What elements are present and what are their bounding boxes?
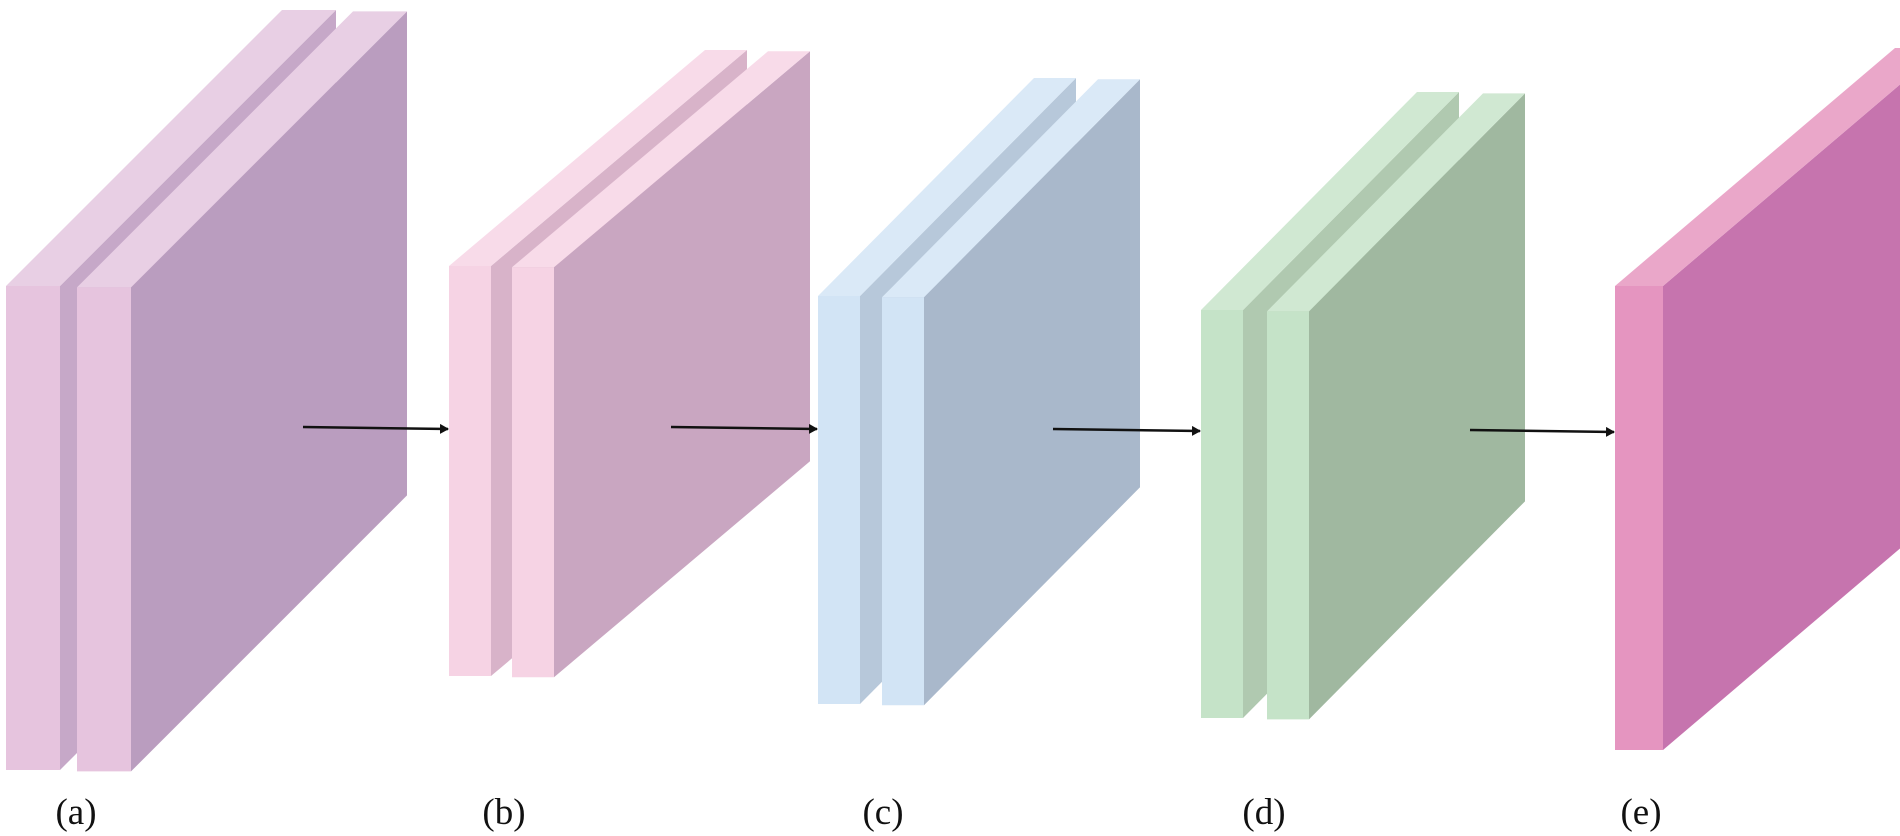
panel-d-slab-2-side-face [1309, 93, 1525, 720]
panel-c-slab-2-top-face [882, 79, 1140, 298]
slabs-layer [6, 10, 1900, 772]
arrow-a-to-b [302, 423, 449, 434]
panel-e-slab-1-front-face [1615, 286, 1663, 750]
panel-label-e: (e) [1620, 792, 1661, 833]
panel-c-slab-1-front-face [818, 296, 860, 704]
panel-d-slab-2-front-face [1267, 311, 1309, 720]
panel-d [1201, 92, 1525, 720]
labels-layer: (a) (b) (c) (d) (e) [55, 792, 1661, 833]
panel-b-slab-1-top-face [449, 50, 747, 266]
panel-a-slab-2-front-face [77, 287, 131, 772]
panel-c-slab-2 [882, 79, 1140, 706]
arrow-d-to-e [1469, 426, 1615, 437]
panel-b-slab-2-side-face [554, 51, 810, 678]
panel-a [6, 10, 407, 772]
panel-d-slab-1-top-face [1201, 92, 1459, 310]
panel-e-slab-1-side-face [1663, 84, 1900, 750]
arrow-b-to-c [670, 423, 818, 434]
panel-a-slab-2-side-face [131, 11, 407, 772]
panel-e [1615, 48, 1900, 750]
panel-b [449, 50, 810, 678]
panel-label-b: (b) [482, 792, 525, 833]
panel-b-slab-2 [512, 51, 810, 678]
panel-label-d: (d) [1242, 792, 1285, 833]
panel-d-slab-2-top-face [1267, 93, 1525, 312]
panel-b-slab-2-front-face [512, 267, 554, 678]
panel-a-slab-1-front-face [6, 286, 60, 770]
panel-d-slab-1-front-face [1201, 310, 1243, 718]
panel-c [818, 78, 1140, 706]
panel-d-slab-2 [1267, 93, 1525, 720]
panel-e-slab-1-top-face [1615, 48, 1900, 286]
panel-c-slab-2-side-face [924, 79, 1140, 706]
panel-label-c: (c) [862, 792, 903, 833]
panel-a-slab-2-top-face [77, 11, 407, 288]
panel-a-slab-2 [77, 11, 407, 772]
panel-c-slab-1-top-face [818, 78, 1076, 296]
panel-b-slab-1-front-face [449, 266, 491, 676]
arrow-c-to-d [1052, 425, 1201, 436]
panel-b-slab-2-top-face [512, 51, 810, 268]
panel-label-a: (a) [55, 792, 96, 833]
panel-c-slab-2-front-face [882, 297, 924, 706]
panel-e-slab-1 [1615, 48, 1900, 750]
panel-a-slab-1-top-face [6, 10, 336, 286]
